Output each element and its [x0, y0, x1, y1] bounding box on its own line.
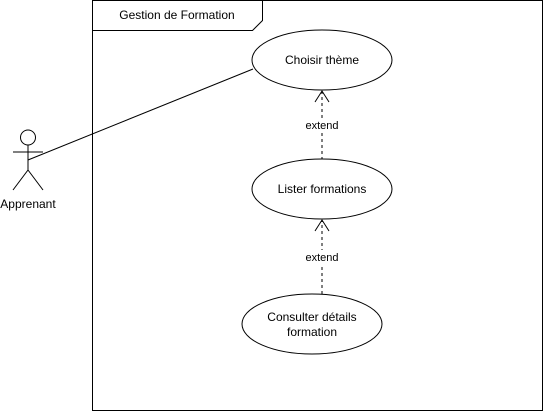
actor-left-leg — [12, 169, 29, 191]
actor-apprenant[interactable]: Apprenant — [0, 129, 56, 211]
use-case-label: Choisir thème — [285, 53, 359, 67]
extend-arrowhead-icon — [314, 219, 330, 232]
use-case-lister-formations[interactable]: Lister formations — [251, 158, 393, 220]
use-case-ellipse — [251, 158, 393, 220]
system-title-tab — [92, 0, 263, 31]
extend-relation-2[interactable]: extend — [303, 219, 341, 294]
use-case-ellipse — [251, 29, 393, 91]
extend-label: extend — [305, 252, 338, 264]
extend-arrowhead-icon — [314, 90, 330, 103]
extend-relation-1[interactable]: extend — [303, 90, 341, 160]
use-case-label-line-1: Consulter détails — [267, 310, 356, 324]
extend-label-background — [303, 118, 341, 133]
use-case-consulter-details-formation[interactable]: Consulter détails formation — [241, 293, 383, 355]
use-case-ellipse — [241, 293, 383, 355]
actor-stick-figure-icon — [12, 129, 44, 191]
use-case-label: Lister formations — [278, 182, 367, 196]
use-case-choisir-theme[interactable]: Choisir thème — [251, 29, 393, 91]
actor-right-leg — [27, 169, 44, 191]
system-title: Gestion de Formation — [119, 8, 234, 22]
extend-label-background — [303, 250, 341, 265]
extend-label: extend — [305, 120, 338, 132]
use-case-label-line-2: formation — [287, 325, 337, 339]
association-line[interactable] — [27, 68, 254, 161]
actor-head — [20, 129, 36, 146]
actor-label: Apprenant — [0, 197, 56, 211]
